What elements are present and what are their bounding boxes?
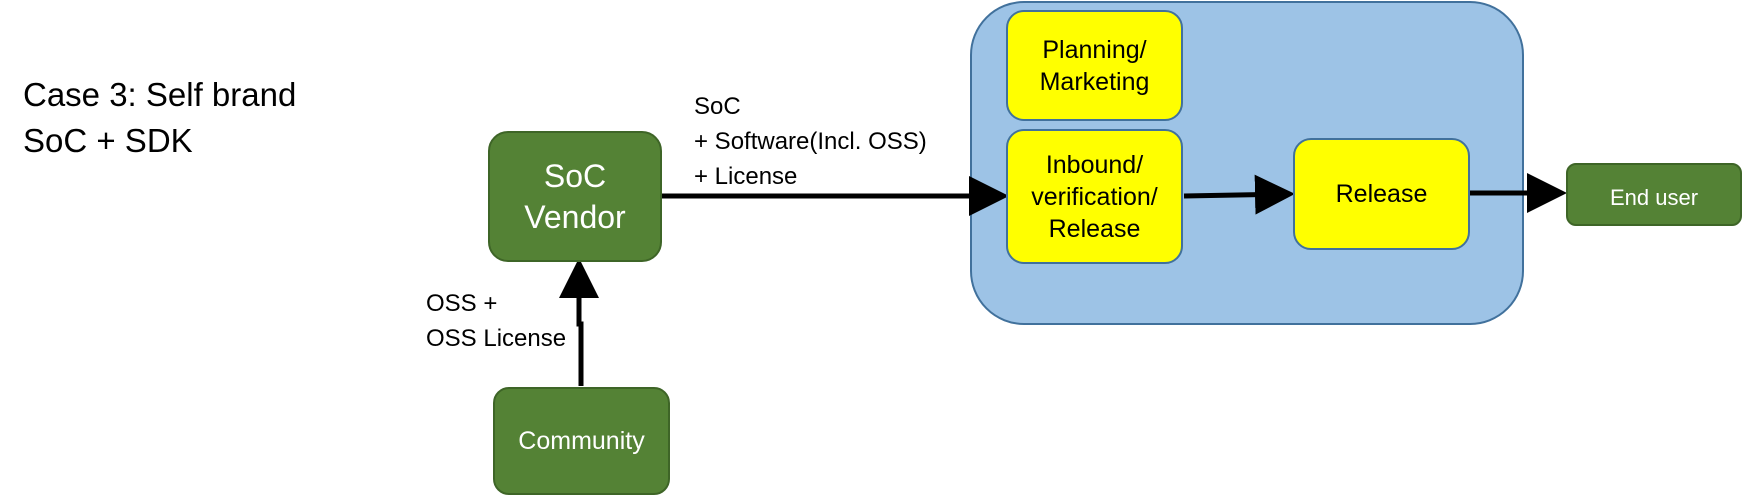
planning-label-line2: Marketing — [1039, 67, 1150, 96]
inbound-label-line1: Inbound/ — [1045, 150, 1144, 179]
arrow-community-to-soc — [559, 258, 599, 386]
edge-label-community-to-soc: OSS + OSS License — [426, 286, 566, 356]
edge-label-soc-line1: SoC — [694, 93, 741, 120]
release-node: Release — [1293, 138, 1470, 250]
end-user-node: End user — [1566, 163, 1742, 226]
soc-vendor-node: SoC Vendor — [488, 131, 662, 262]
soc-vendor-label-line1: SoC — [543, 157, 607, 194]
edge-label-soc-line2: + Software(Incl. OSS) — [694, 128, 927, 155]
end-user-label: End user — [1609, 185, 1699, 211]
release-label: Release — [1335, 180, 1428, 208]
edge-label-soc-line3: + License — [694, 163, 798, 190]
planning-node: Planning/ Marketing — [1006, 10, 1183, 121]
soc-vendor-label-line2: Vendor — [524, 198, 626, 235]
diagram-title-line1: Case 3: Self brand — [23, 76, 297, 113]
planning-label-line1: Planning/ — [1042, 35, 1147, 64]
inbound-node: Inbound/ verification/ Release — [1006, 129, 1183, 264]
edge-label-oss-line1: OSS + — [426, 290, 498, 317]
arrow-inbound-to-release — [1183, 174, 1295, 215]
community-label: Community — [518, 427, 645, 455]
inbound-label-line3: Release — [1048, 214, 1141, 243]
inbound-label-line2: verification/ — [1031, 182, 1158, 211]
edge-label-soc-to-inbound: SoC + Software(Incl. OSS) + License — [694, 89, 927, 194]
diagram-title-line2: SoC + SDK — [23, 122, 193, 159]
community-node: Community — [493, 387, 670, 495]
edge-label-oss-line2: OSS License — [426, 325, 567, 352]
